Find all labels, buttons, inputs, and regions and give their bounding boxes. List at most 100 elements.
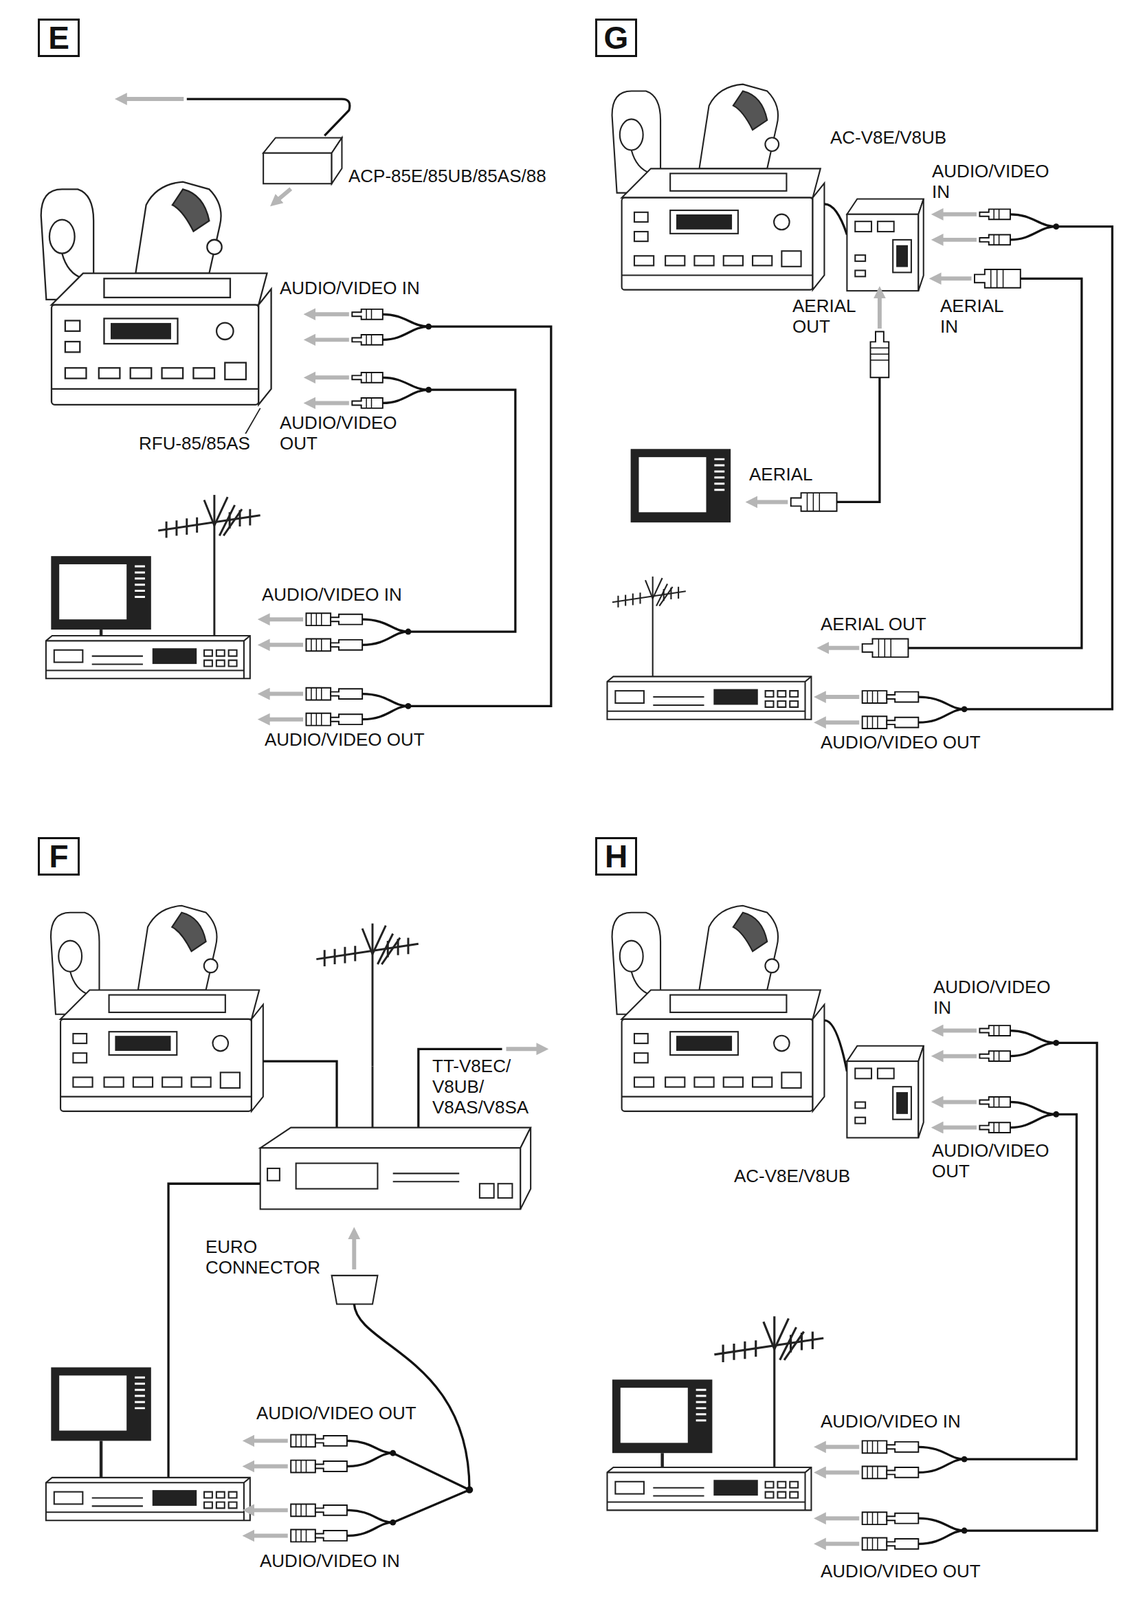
- connector-label: AUDIO/VIDEO OUT: [819, 732, 983, 754]
- illustration-part: [263, 137, 342, 184]
- illustration-part: [267, 613, 411, 651]
- connector-label: AERIAL IN: [938, 296, 1018, 338]
- illustration-part: [351, 1236, 357, 1270]
- illustration-part: [267, 687, 411, 726]
- connector-label: AUDIO/VIDEO IN: [931, 977, 1055, 1019]
- connector-label: AUDIO/VIDEO IN: [278, 278, 422, 299]
- panel-letter: E: [48, 21, 70, 54]
- illustration-part: [606, 1467, 811, 1510]
- illustration-part: [252, 1503, 396, 1542]
- illustration-part: [46, 1477, 251, 1521]
- illustration-part: [313, 372, 432, 409]
- illustration-part: [316, 923, 418, 1067]
- illustration-part: [186, 98, 350, 136]
- illustration-part: [824, 1020, 848, 1072]
- illustration-part: [940, 208, 1060, 245]
- illustration-part: [938, 269, 1021, 288]
- illustration-part: [158, 494, 260, 638]
- illustration-part: [331, 1275, 379, 1305]
- connector-label: RFU-85/85AS: [137, 433, 252, 455]
- connector-label: AUDIO/VIDEO IN: [930, 161, 1054, 203]
- connector-label: AUDIO/VIDEO OUT: [819, 1561, 983, 1583]
- connector-label: AC-V8E/V8UB: [732, 1166, 852, 1187]
- illustration-part: [260, 1147, 521, 1209]
- connector-label: AERIAL: [747, 464, 815, 486]
- illustration-part: [660, 1452, 664, 1468]
- illustration-part: [244, 408, 260, 436]
- panel-letter-box: F: [37, 837, 80, 876]
- illustration-part: [408, 326, 552, 706]
- illustration-part: [612, 576, 686, 680]
- connector-label: AERIAL OUT: [819, 614, 928, 636]
- illustration-part: [465, 1485, 473, 1493]
- illustration-part: [823, 1440, 967, 1479]
- illustration-part: [331, 137, 343, 184]
- panel-letter-box: H: [595, 837, 638, 876]
- illustration-part: [612, 84, 825, 291]
- illustration-part: [846, 1046, 924, 1139]
- connector-label: AUDIO/VIDEO OUT: [263, 729, 427, 751]
- panel-letter: F: [48, 840, 69, 873]
- connector-label: AUDIO/VIDEO IN: [819, 1411, 963, 1433]
- illustration-part: [260, 1127, 531, 1210]
- panel-f-illustration: [46, 905, 539, 1543]
- illustration-part: [267, 1168, 280, 1181]
- illustration-part: [296, 1163, 379, 1189]
- panel-letter-box: G: [595, 18, 638, 58]
- panel-letter: H: [604, 840, 628, 873]
- illustration-part: [46, 635, 251, 679]
- illustration-part: [826, 638, 909, 658]
- illustration-part: [371, 1066, 374, 1132]
- illustration-part: [313, 309, 432, 346]
- illustration-part: [263, 153, 332, 185]
- illustration-part: [50, 905, 264, 1112]
- illustration-part: [168, 1183, 261, 1478]
- illustration-part: [870, 296, 890, 379]
- connector-label: AERIAL OUT: [791, 296, 870, 338]
- illustration-part: [479, 1183, 495, 1198]
- illustration-part: [260, 1127, 531, 1149]
- illustration-part: [99, 629, 103, 636]
- connector-label: AUDIO/VIDEO IN: [258, 1551, 402, 1572]
- illustration-part: [837, 377, 880, 502]
- connector-label: AUDIO/VIDEO OUT: [278, 413, 402, 455]
- illustration-part: [505, 1046, 539, 1051]
- illustration-part: [277, 189, 291, 200]
- panel-letter-box: E: [37, 18, 80, 58]
- illustration-part: [824, 204, 848, 236]
- illustration-part: [612, 1379, 713, 1453]
- connector-label: AUDIO/VIDEO OUT: [930, 1140, 1054, 1183]
- illustration-part: [263, 1061, 337, 1133]
- illustration-part: [714, 1316, 824, 1469]
- illustration-part: [823, 690, 967, 729]
- illustration-part: [606, 676, 811, 719]
- panel-e-illustration: [41, 98, 552, 726]
- panel-g-illustration: [606, 84, 1113, 729]
- illustration-part: [964, 1042, 1097, 1531]
- illustration-part: [408, 389, 516, 632]
- illustration-part: [50, 556, 152, 630]
- panel-h-illustration: [606, 905, 1097, 1550]
- illustration-part: [263, 137, 342, 153]
- illustration-part: [612, 905, 825, 1112]
- illustration-part: [940, 1096, 1060, 1133]
- illustration-part: [99, 1440, 103, 1477]
- illustration-part: [846, 199, 924, 292]
- panel-letter: G: [604, 21, 629, 54]
- connector-label: AUDIO/VIDEO OUT: [254, 1403, 418, 1425]
- illustration-part: [630, 448, 732, 523]
- illustration-part: [41, 182, 272, 405]
- illustration-part: [520, 1127, 531, 1210]
- connector-label: ACP-85E/85UB/85AS/88: [347, 166, 548, 187]
- illustration-part: [124, 96, 184, 102]
- connector-label: EURO CONNECTOR: [204, 1237, 328, 1279]
- illustration-part: [393, 1452, 470, 1523]
- illustration-part: [252, 1434, 396, 1473]
- illustration-part: [498, 1183, 513, 1198]
- illustration-part: [823, 1512, 967, 1550]
- illustration-part: [940, 1025, 1060, 1062]
- illustration-part: [907, 278, 1082, 648]
- connector-label: TT-V8EC/ V8UB/ V8AS/V8SA: [430, 1056, 536, 1119]
